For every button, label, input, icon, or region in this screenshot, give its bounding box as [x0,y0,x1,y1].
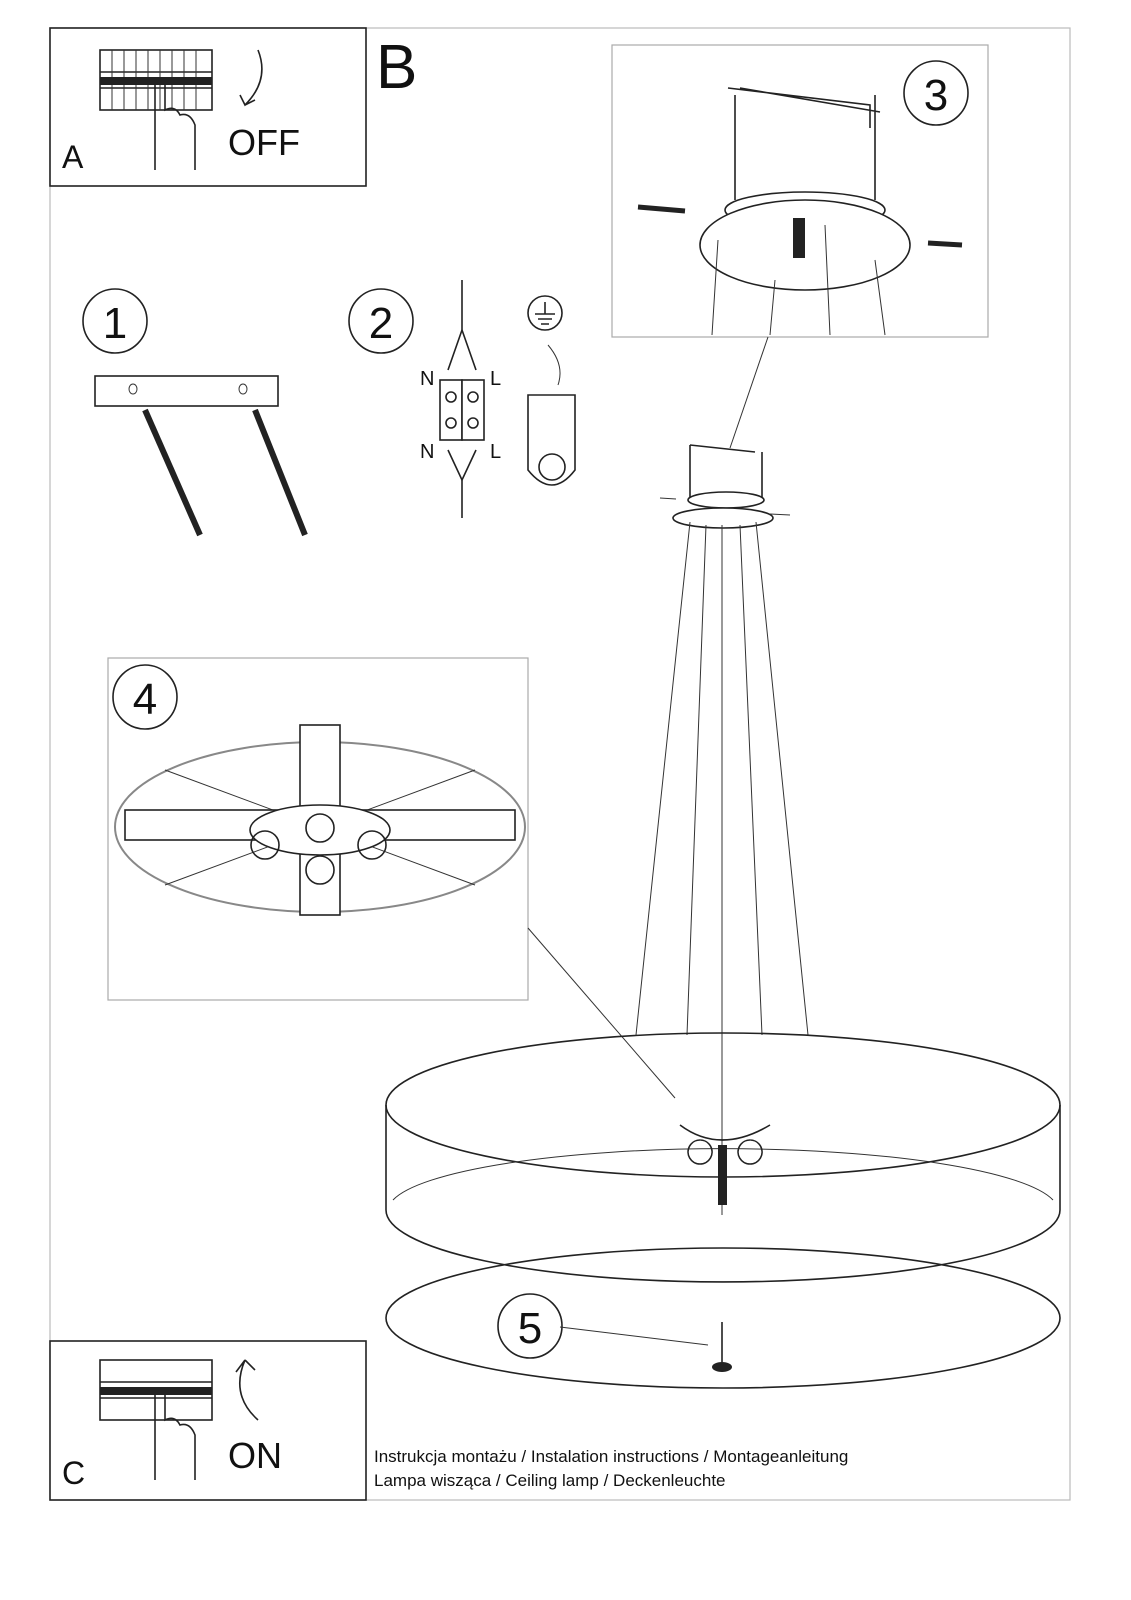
step-4-bulb-assembly: 4 [107,657,529,1001]
terminal-block [439,379,463,441]
footer-product-type: Lampa wisząca / Ceiling lamp / Deckenleu… [374,1471,726,1490]
page-frame [49,27,1071,1501]
canopy-and-cables [635,444,809,1215]
step-2-number: 2 [369,299,393,348]
lamp-shade [385,1032,1061,1283]
hand-icon [154,80,196,170]
step-5-number: 5 [518,1304,542,1353]
neutral-label-bottom: N [420,441,434,463]
step-2-wiring: 2 N L N L [348,280,576,518]
panel-b-letter: B [376,33,417,102]
panel-a-letter: A [62,139,84,175]
ground-symbol-icon [527,295,563,331]
ground-terminal [527,394,576,486]
on-label: ON [228,1435,282,1476]
arrow-down-icon [239,49,263,107]
wall-plug-icon [252,408,308,537]
breaker-panel-icon [99,49,213,111]
live-label-top: L [490,368,501,390]
screw-icon [927,240,963,248]
finial-nut [712,1362,732,1372]
panel-c-letter: C [62,1455,85,1491]
panel-c-power-on: C ON [49,1340,367,1501]
screw-icon [637,204,686,214]
step-1-number: 1 [103,299,127,348]
panel-a-power-off: A OFF [49,27,367,187]
step-3-number: 3 [924,71,948,120]
step-3-canopy-detail: 3 [611,44,989,338]
arrow-up-icon [235,1359,259,1421]
hand-icon [154,1390,196,1480]
neutral-label-top: N [420,368,434,390]
off-label: OFF [228,122,300,163]
step-4-number: 4 [133,675,157,724]
step-1-ceiling-mount: 1 [82,288,308,537]
wall-plug-icon [142,408,203,537]
live-label-bottom: L [490,441,501,463]
step-5-diffuser: 5 [385,1247,1061,1389]
breaker-panel-icon [99,1359,213,1421]
footer-instructions-title: Instrukcja montażu / Instalation instruc… [374,1447,848,1466]
